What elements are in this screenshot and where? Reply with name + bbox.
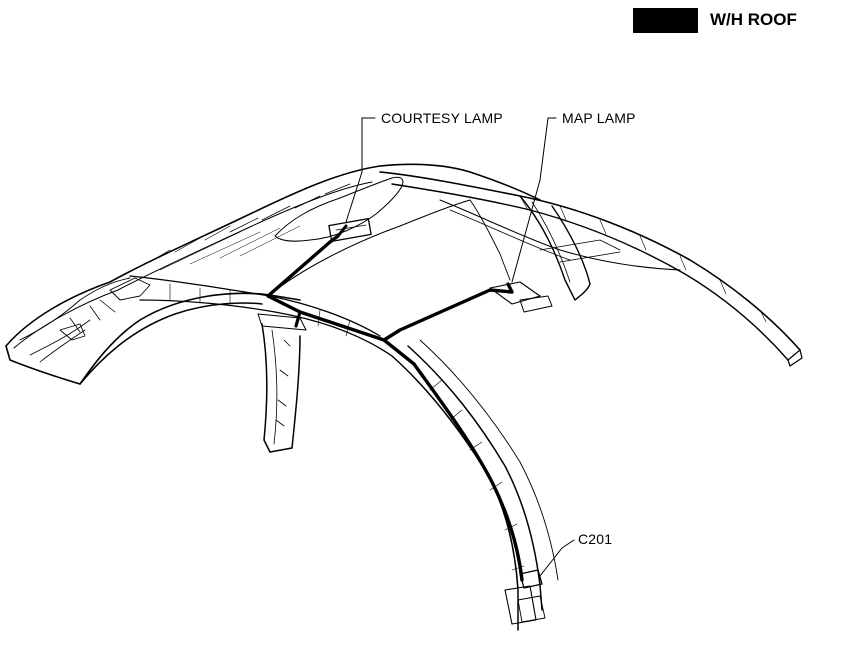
roof-hatch (149, 183, 351, 263)
c201-connector (519, 569, 543, 589)
courtesy-lamp-body (328, 217, 372, 243)
front-detail-lines (69, 299, 116, 333)
title-bar (633, 8, 698, 33)
rear-rail-inner (407, 345, 543, 611)
front-bracket (109, 277, 151, 301)
rear-cross-member (439, 199, 681, 271)
rear-cross-member-2 (449, 209, 571, 261)
front-fender-detail (19, 277, 131, 341)
harness-route-rail (382, 338, 524, 582)
rear-crossbar (539, 239, 621, 263)
harness-route (266, 234, 514, 342)
roof-outer-edge-inner (13, 181, 373, 349)
roof-hatch-2 (159, 225, 301, 271)
roof-outer-edge (5, 163, 541, 347)
map-lamp-housing (489, 281, 541, 305)
harness-courtesy-drop (336, 224, 348, 238)
courtesy-lamp-label: COURTESY LAMP (381, 110, 503, 126)
b-pillar-top (257, 313, 307, 331)
roof-opening-front-edge (267, 199, 471, 297)
rear-rail-flange (419, 339, 559, 581)
rail-base-2 (517, 595, 546, 623)
front-fender-detail-2 (29, 319, 91, 363)
b-pillar-inner (271, 329, 278, 445)
rear-pillar-bracket-inner (531, 201, 571, 283)
right-roof-rail-end (787, 349, 803, 367)
right-roof-rail-inner (391, 183, 789, 361)
page-title: W/H ROOF (710, 10, 797, 29)
front-fender-lower (5, 292, 301, 385)
harness-branch-bpillar (294, 310, 302, 328)
right-roof-rail-outer (379, 171, 801, 351)
courtesy-lamp-detail (335, 224, 367, 231)
leader-courtesy-lamp (345, 117, 376, 223)
right-rail-lip (519, 195, 767, 323)
map-lamp-bracket (519, 295, 553, 313)
side-rail-hatch (169, 283, 351, 337)
rear-rail-hatch (429, 379, 525, 571)
leader-map-lamp (511, 117, 557, 283)
leader-c201 (539, 539, 575, 577)
side-rail-lower (139, 299, 393, 357)
c201-label: C201 (578, 531, 613, 547)
roof-opening-right (469, 199, 511, 281)
wheel-arch (79, 302, 263, 385)
b-pillar-outer (261, 323, 301, 453)
map-lamp-label: MAP LAMP (562, 110, 636, 126)
front-bracket-2 (59, 323, 86, 341)
b-pillar-detail (275, 339, 291, 427)
rail-base (504, 585, 537, 625)
